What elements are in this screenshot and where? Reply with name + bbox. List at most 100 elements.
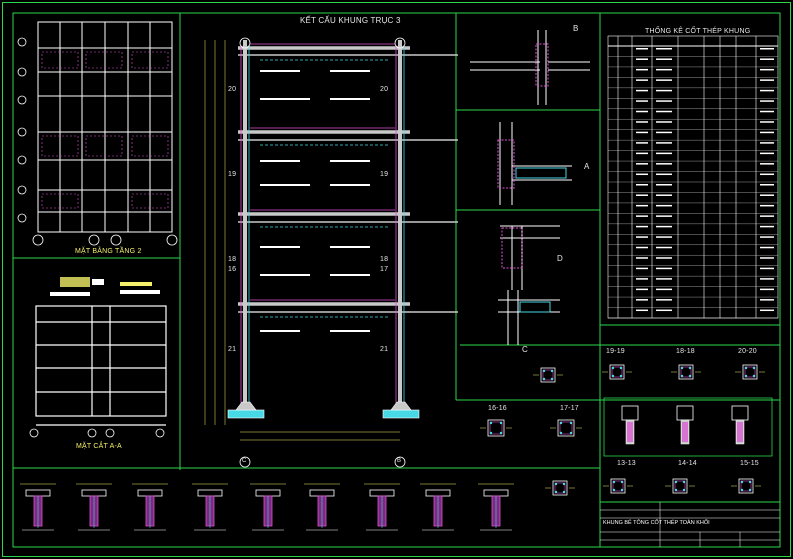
title-block-lines [600,502,780,547]
cross-section [602,364,632,380]
footing-cap [197,489,223,497]
rebar-dot-icon [612,480,616,484]
table-cell-mark [656,288,672,291]
table-cell-mark [656,204,672,207]
section-mark-20: 20-20 [738,348,757,355]
section-mark-14: 14-14 [678,460,697,467]
floor-plan-title: MẶT BẰNG TẦNG 2 [75,248,142,255]
section-stirrup [674,480,686,492]
rebar-dot-icon [748,480,752,484]
footing-cap [137,489,163,497]
table-cell-mark [636,309,648,312]
cross-section [731,478,761,494]
table-cell-mark [636,225,648,228]
section-outline [742,364,758,380]
footing-cap [369,489,395,497]
frame-title: KẾT CẤU KHUNG TRỤC 3 [300,16,401,25]
table-cell-mark [656,194,672,196]
rebar-dot-icon [499,421,503,425]
table-cell-mark [760,100,774,102]
rebar-dot-icon [550,377,554,381]
cross-section [665,478,695,494]
cross-section [735,364,765,380]
frame-rebar [240,43,405,412]
table-cell-mark [760,194,774,196]
rebar-dot-icon [562,490,566,494]
detail-b [470,30,590,105]
table-cell-mark [636,79,648,81]
frame-annotation-ticks [260,70,370,332]
section-stirrup [611,366,623,378]
rebar-dot-icon [499,431,503,435]
table-cell-mark [760,257,774,259]
rebar-dot-icon [744,366,748,370]
rebar-dot-icon [752,366,756,370]
table-cell-mark [760,309,774,312]
frame-columns [243,40,402,410]
table-cell-mark [636,204,648,207]
table-cell-mark [760,110,774,113]
rebar-dot-icon [619,374,623,378]
cross-section [603,478,633,494]
table-cell-mark [656,142,672,144]
table-frame [607,35,779,319]
rebar-dot-icon [680,374,684,378]
frame-number-18a: 18 [228,256,237,263]
rebar-dot-icon [542,377,546,381]
table-cell-mark [656,236,672,238]
table-cell-mark [656,184,672,186]
table-cell-mark [636,89,648,92]
rebar-table-title: THỐNG KÊ CỐT THÉP KHUNG [645,28,751,35]
table-cell-mark [760,121,774,123]
table-cell-mark [636,257,648,259]
section-mark-16: 16-16 [488,405,507,412]
column-head [676,405,694,421]
section-grid [35,305,167,426]
table-cell-mark [656,48,672,50]
boxed-sections-frame [603,397,773,457]
table-cell-mark [636,100,648,102]
table-cell-mark [636,142,648,144]
rebar-dot-icon [611,374,615,378]
table-cell-mark [760,152,774,155]
rebar-dot-icon [674,488,678,492]
detail-a [497,122,572,205]
section-stirrup [489,421,503,435]
table-cell-mark [760,173,774,176]
rebar-dot-icon [748,488,752,492]
frame-dimension-lines [204,40,400,441]
table-cell-mark [760,68,774,71]
column-rebar [627,422,633,442]
axis-bubble-b: B [397,458,402,464]
table-cell-mark [656,278,672,280]
column-rebar [737,422,743,442]
section-mark-13: 13-13 [617,460,636,467]
rebar-dot-icon [752,374,756,378]
detail-d [500,225,560,290]
rebar-dot-icon [569,421,573,425]
rebar-dot-icon [542,369,546,373]
floor-plan-hatch [41,51,169,209]
detail-label-c: C [522,345,528,354]
table-cell-mark [760,246,774,249]
table-cell-mark [760,288,774,291]
table-cell-mark [760,79,774,81]
table-cell-mark [656,163,672,165]
cross-sections-row2 [480,419,761,496]
table-cell-mark [636,152,648,155]
table-cell-mark [636,194,648,196]
table-cell-mark [656,225,672,228]
section-title: MẶT CẮT A-A [76,443,122,450]
cross-section [671,364,701,380]
table-cell-mark [656,309,672,312]
table-cell-mark [760,299,774,301]
frame-number-19a: 19 [228,171,237,178]
section-mark-17: 17-17 [560,405,579,412]
footing-cap [425,489,451,497]
table-cell-mark [656,267,672,270]
table-cell-mark [636,163,648,165]
section-stirrup [612,480,624,492]
table-cell-mark [636,288,648,291]
section-outline [672,478,688,494]
